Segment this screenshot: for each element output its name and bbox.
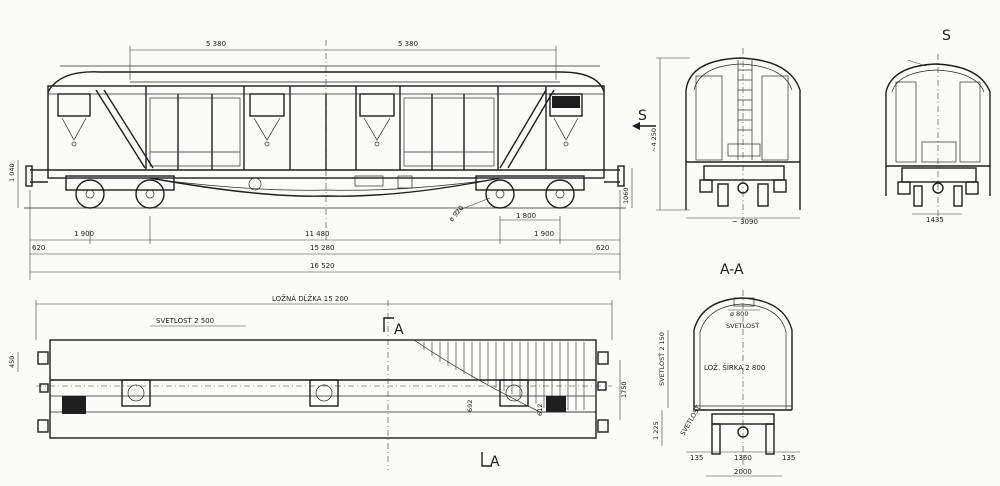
plan-view: LOŽNÁ DĹŽKA 15 200 SVETLOSŤ 2 500 — [8, 294, 628, 470]
diagonal-brace-left-2 — [103, 89, 154, 169]
section-label-bottom: A — [490, 454, 500, 470]
section-dim-135-left: 135 — [690, 454, 703, 462]
dim-450: 450 — [8, 356, 16, 368]
pivot-1 — [121, 379, 151, 407]
section-clear-height: SVETLOSŤ 2 150 — [657, 332, 666, 386]
dim-wheel-dia: ø 920 — [447, 204, 465, 223]
diagonal-brace-left — [95, 89, 146, 169]
vent-window-4 — [549, 93, 583, 147]
dim-half-left: 5 380 — [206, 40, 226, 48]
body-posts — [145, 86, 547, 170]
dim-overhang-right: 620 — [596, 244, 609, 252]
brake-block-right — [546, 396, 566, 412]
section-aa: A-A ø 800 SVETLOSŤ SVETLOSŤ 2 150 LOŽ. Š… — [652, 262, 800, 477]
dim-buffer-height: 1 040 — [8, 163, 16, 182]
sliding-door-right — [403, 97, 495, 167]
end-s-running-gear — [699, 165, 787, 207]
end-rear-outline — [885, 63, 991, 196]
pivot-2 — [309, 379, 339, 407]
section-aa-title: A-A — [720, 262, 744, 278]
section-clear-top: SVETLOSŤ — [726, 321, 759, 330]
brake-block-left — [62, 396, 86, 414]
section-side-clear: SVETLOSŤ — [678, 404, 702, 437]
end-s-outline — [685, 57, 801, 210]
dim-coupler-height: 1060 — [622, 187, 630, 204]
dim-wheelbase-left: 1 900 — [74, 230, 94, 238]
underframe-truss — [149, 177, 501, 197]
end-rear-label: S — [942, 28, 951, 44]
vent-window-1 — [57, 93, 91, 147]
section-floor-height: 1 225 — [652, 421, 660, 440]
vent-window-2 — [249, 93, 285, 147]
roof-hatch-dim: ø 800 — [730, 310, 748, 318]
roof-hatch — [733, 297, 755, 307]
plan-buffers-left — [37, 351, 49, 433]
brake-cylinder — [248, 177, 262, 191]
end-s-height: ~4 250 — [650, 128, 658, 152]
hatched-section — [412, 339, 597, 413]
section-floor-width: LOŽ. ŠÍRKA 2 800 — [704, 363, 765, 372]
diagonal-brace-right — [499, 89, 547, 169]
dim-wheelbase-right: 1 900 — [534, 230, 554, 238]
section-mark-bottom — [481, 452, 492, 467]
bogie-right — [475, 175, 585, 209]
dim-692: 692 — [466, 400, 474, 412]
end-view-s: ~4 250 ~ 3090 S — [632, 48, 801, 226]
ladder — [737, 60, 753, 160]
roof-outline — [47, 71, 605, 93]
end-view-rear: S 1435 — [885, 28, 991, 224]
section-dim-2000: 2000 — [734, 468, 752, 476]
section-dim-1360: 1360 — [734, 454, 752, 462]
plan-outline — [49, 339, 597, 439]
dim-1750: 1750 — [620, 381, 628, 398]
dim-bogie-centres: 11 480 — [305, 230, 330, 238]
plan-buffers-right — [597, 351, 609, 433]
dim-612: 612 — [536, 404, 544, 416]
section-dim-135-right: 135 — [782, 454, 795, 462]
dim-over-buffers: 16 520 — [310, 262, 335, 270]
end-s-width: ~ 3090 — [732, 218, 758, 226]
dim-loading-length: LOŽNÁ DĹŽKA 15 200 — [272, 294, 348, 303]
bogie-left — [65, 175, 175, 209]
section-mark-top — [383, 317, 394, 332]
sliding-door-left — [149, 97, 241, 167]
side-view: 5 380 5 380 1 900 11 480 1 900 620 15 28… — [8, 40, 633, 280]
vent-window-3 — [359, 93, 395, 147]
car-body — [47, 85, 605, 179]
buffers-left — [25, 165, 48, 187]
end-s-arrow-label: S — [638, 108, 647, 124]
dim-overhang-left: 620 — [32, 244, 45, 252]
dim-half-right: 5 380 — [398, 40, 418, 48]
dim-over-buffers-inner: 15 280 — [310, 244, 335, 252]
end-rear-gauge: 1435 — [926, 216, 944, 224]
dim-door-clear: SVETLOSŤ 2 500 — [156, 316, 214, 325]
end-rear-running-gear — [897, 167, 979, 207]
diagonal-brace-right-2 — [507, 89, 555, 169]
brake-reservoir — [354, 175, 384, 187]
section-label-top: A — [394, 322, 404, 338]
buffers-right — [604, 165, 625, 187]
pivot-3 — [499, 379, 529, 407]
hatch-lines — [423, 342, 585, 410]
dim-bogie-wheelbase: 1 800 — [516, 212, 536, 220]
